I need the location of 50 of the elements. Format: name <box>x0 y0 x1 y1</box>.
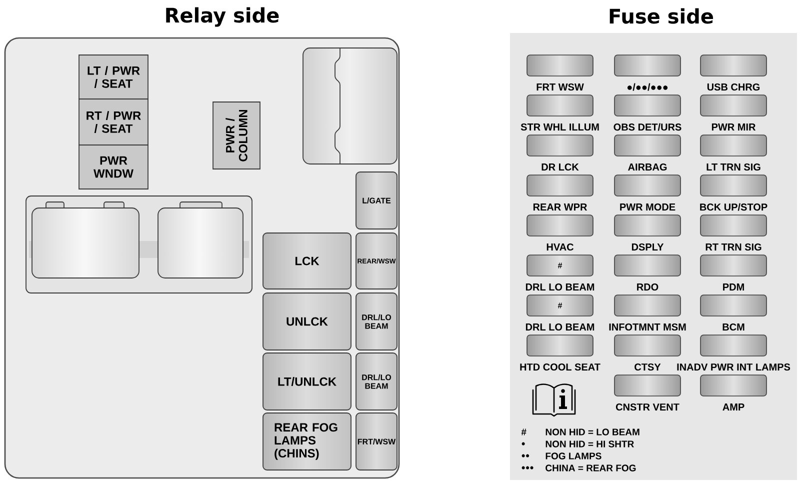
fuse-label: AMP <box>722 404 744 410</box>
relay-box: LT / PWR / SEAT <box>78 54 148 100</box>
relay-box: PWR WNDW <box>78 144 148 190</box>
relay-box: DRL/LO BEAM <box>356 352 398 410</box>
fuse-label: STR WHL ILLUM <box>520 123 599 131</box>
fuse-label: CTSY <box>634 363 661 371</box>
fuse-label: HTD COOL SEAT <box>520 363 600 371</box>
relay-box: PWR / COLUMN <box>212 102 260 170</box>
fuse-label: PWR MODE <box>620 203 676 211</box>
fuse-label: LT TRN SIG <box>706 163 760 171</box>
fuse-label: HVAC <box>546 243 574 251</box>
relay-box: REAR FOG LAMPS (CHINS) <box>262 412 352 470</box>
fuse-label: PWR MIR <box>712 124 756 130</box>
relay-box: RT / PWR / SEAT <box>78 98 148 146</box>
fuse-label: ●/●●/●●● <box>627 83 668 91</box>
note-symbol: # <box>521 428 526 436</box>
relay-box: UNLCK <box>262 292 352 350</box>
connector-socket <box>32 202 140 278</box>
fuse-label: REAR WPR <box>533 204 588 210</box>
connector-socket <box>158 202 244 278</box>
relay-box: DRL/LO BEAM <box>356 292 398 350</box>
fuse: # <box>526 294 594 316</box>
fuse-label: DRL LO BEAM <box>526 323 594 331</box>
relay-socket <box>302 48 398 164</box>
fuse-label: FRT WSW <box>536 83 584 91</box>
relay-box: LCK <box>262 232 352 290</box>
relay-box: FRT/WSW <box>356 412 398 470</box>
fuse-label: OBS DET/URS <box>614 123 682 131</box>
fuse-label: BCM <box>722 323 744 331</box>
fuse-label: DRL LO BEAM <box>526 283 594 291</box>
relay-box: LT/UNLCK <box>262 352 352 410</box>
fuse-label: DR LCK <box>542 163 579 171</box>
note-text: NON HID = LO BEAM <box>546 428 640 436</box>
panel-heading: Relay side <box>166 7 279 27</box>
fuse-label: USB CHRG <box>707 83 760 91</box>
fuse: # <box>526 254 594 276</box>
fuse-label: PDM <box>723 284 744 290</box>
note-text: CHINA = REAR FOG <box>546 464 636 472</box>
note-text: FOG LAMPS <box>546 452 602 460</box>
note-text: NON HID = HI SHTR <box>546 440 634 448</box>
fuse-label: BCK UP/STOP <box>700 203 768 211</box>
fuse-label: DSPLY <box>632 243 664 251</box>
fuse-label: RDO <box>637 283 658 291</box>
fuse-label: INADV PWR INT LAMPS <box>677 363 790 371</box>
fuse-label: AIRBAG <box>628 163 667 171</box>
relay-box: L/GATE <box>356 172 398 230</box>
panel-heading: Fuse side <box>610 8 713 24</box>
fuse-label: CNSTR VENT <box>616 403 680 411</box>
fuse-label: INFOTMNT MSM <box>609 323 686 331</box>
fuse-label: RT TRN SIG <box>706 243 762 251</box>
